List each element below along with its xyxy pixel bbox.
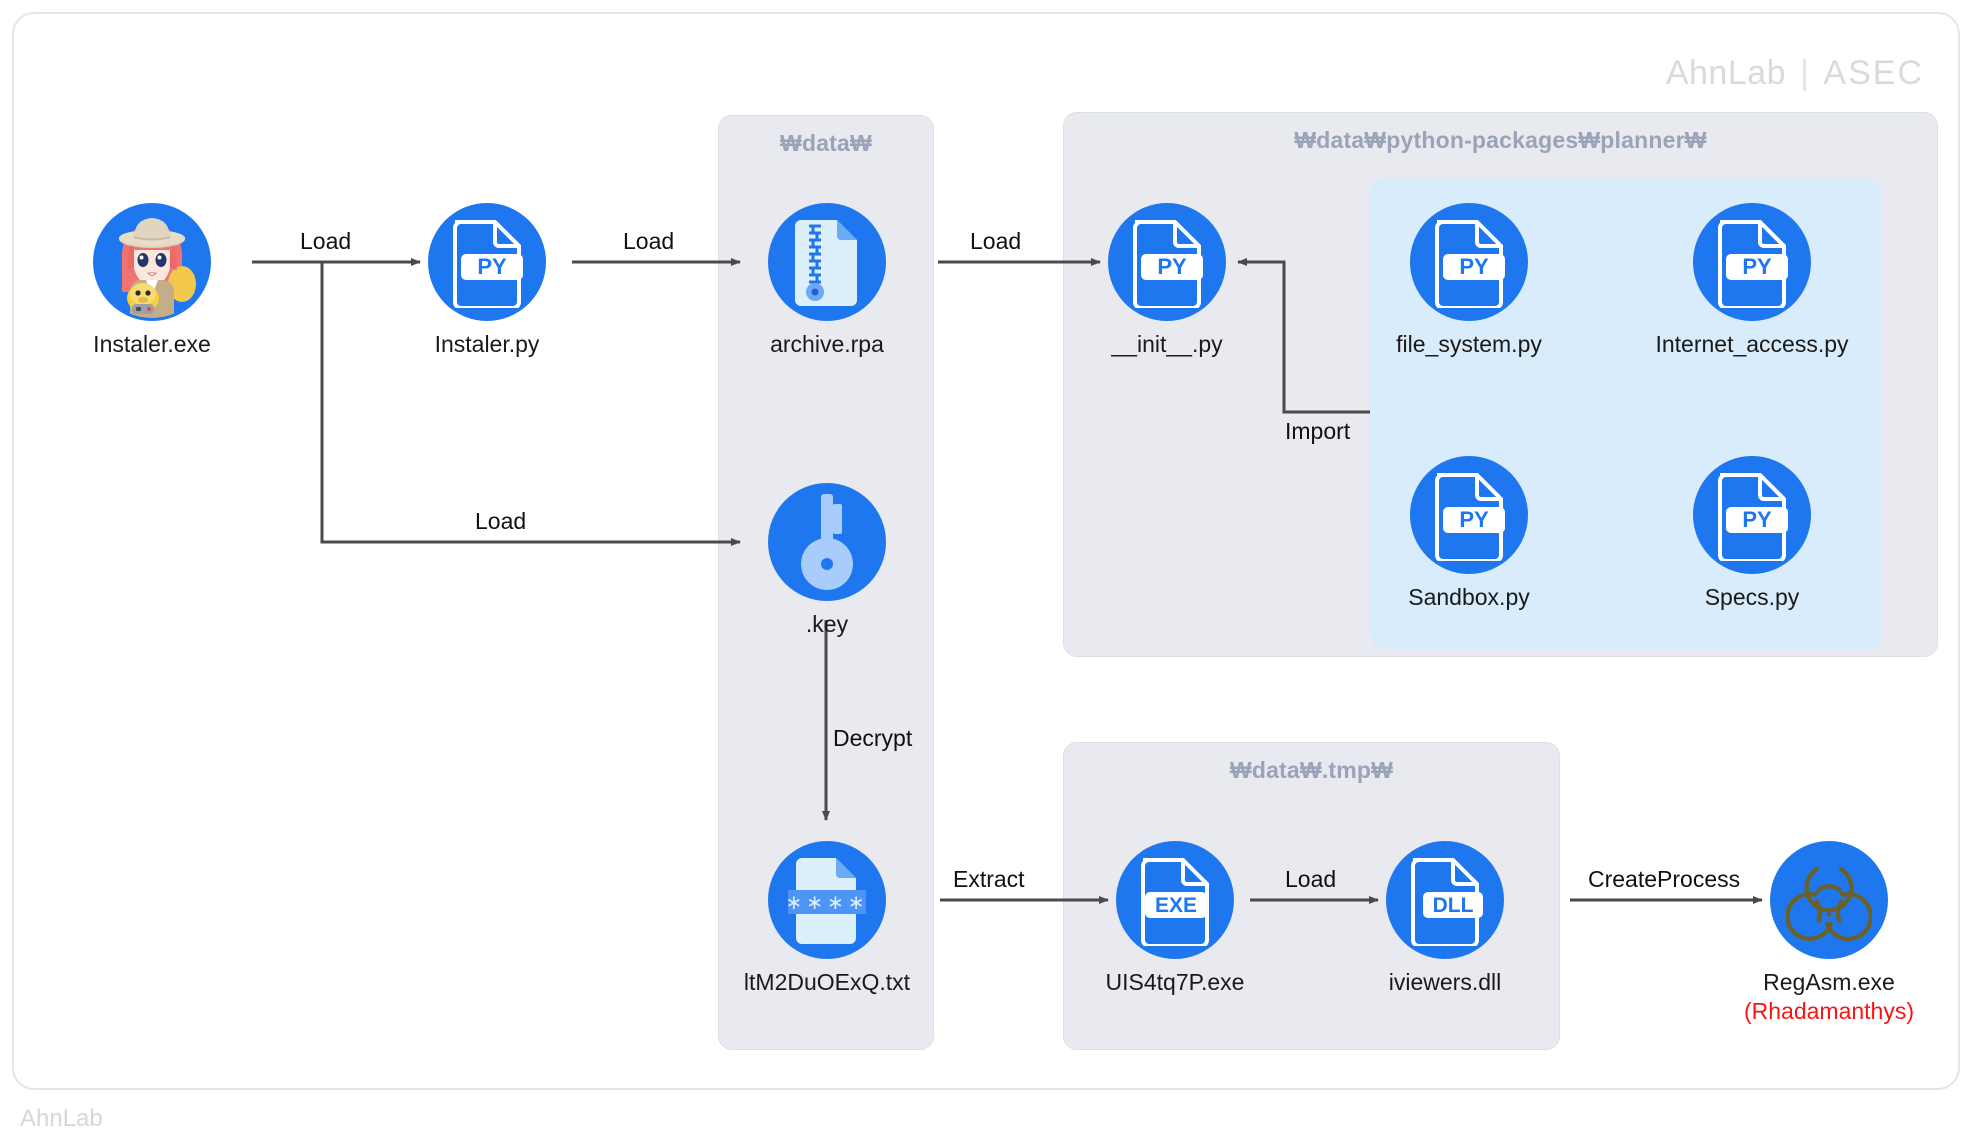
node-installer-exe[interactable]: Instaler.exe: [93, 203, 211, 357]
dll-badge-text: DLL: [1433, 894, 1474, 917]
ahnlab-asec-logo: AhnLab | ASEC: [1666, 54, 1924, 93]
group-tmp-title: ₩data₩.tmp₩: [1229, 757, 1394, 783]
py-badge-text: PY: [1742, 254, 1772, 279]
node-archive-rpa-label: archive.rpa: [770, 331, 884, 357]
node-circle: PY: [1410, 203, 1528, 321]
py-badge-text: PY: [477, 254, 507, 279]
node-circle: PY: [1410, 456, 1528, 574]
node-specs-py[interactable]: PY Specs.py: [1693, 456, 1811, 610]
node-uis4-exe-label: UIS4tq7P.exe: [1105, 969, 1245, 995]
py-badge-text: PY: [1742, 507, 1772, 532]
node-file-system-py[interactable]: PY file_system.py: [1396, 203, 1542, 357]
node-circle: PY: [428, 203, 546, 321]
ahnlab-wordmark: AhnLab: [1665, 54, 1787, 92]
node-circle: [768, 203, 886, 321]
asec-wordmark: ASEC: [1823, 54, 1924, 92]
py-badge-text: PY: [1157, 254, 1187, 279]
edge-label-uis4-to-dll: Load: [1285, 866, 1337, 892]
biohazard-icon: [1786, 866, 1872, 941]
node-init-py-label: __init__.py: [1111, 331, 1223, 357]
node-key-file[interactable]: .key: [768, 483, 886, 637]
node-file-system-py-label: file_system.py: [1396, 331, 1542, 357]
edge-label-key-to-txt: Decrypt: [833, 725, 913, 751]
node-txt-file[interactable]: ∗∗∗∗ ltM2DuOExQ.txt: [744, 841, 910, 995]
node-circle: PY: [1693, 456, 1811, 574]
group-planner-title: ₩data₩python-packages₩planner₩: [1294, 127, 1707, 153]
edge-label-py-to-archive: Load: [623, 228, 675, 254]
node-installer-py[interactable]: PY Instaler.py: [428, 203, 546, 357]
group-data-title: ₩data₩: [780, 130, 872, 156]
node-circle: PY: [1108, 203, 1226, 321]
node-key-file-label: .key: [805, 611, 849, 637]
node-sandbox-py-label: Sandbox.py: [1408, 584, 1530, 610]
node-specs-py-label: Specs.py: [1704, 584, 1800, 610]
node-iviewers-dll[interactable]: DLL iviewers.dll: [1386, 841, 1504, 995]
node-sandbox-py[interactable]: PY Sandbox.py: [1408, 456, 1530, 610]
node-circle: ∗∗∗∗: [768, 841, 886, 959]
node-circle: [93, 203, 211, 321]
node-txt-file-label: ltM2DuOExQ.txt: [743, 969, 911, 995]
node-regasm-exe-malware-tag: (Rhadamanthys): [1743, 998, 1915, 1024]
exe-file-icon: EXE: [1141, 858, 1209, 946]
node-uis4-exe[interactable]: EXE UIS4tq7P.exe: [1106, 841, 1244, 995]
node-archive-rpa[interactable]: archive.rpa: [768, 203, 886, 357]
edge-label-py-to-key: Load: [475, 508, 527, 534]
edge-label-txt-to-uis4: Extract: [953, 866, 1025, 892]
anime-avatar-icon: [96, 206, 208, 318]
node-regasm-exe[interactable]: RegAsm.exe (Rhadamanthys): [1744, 841, 1914, 1024]
key-icon: [801, 494, 853, 590]
node-internet-access-py[interactable]: PY Internet_access.py: [1655, 203, 1849, 357]
node-installer-py-label: Instaler.py: [434, 331, 540, 357]
node-internet-access-py-label: Internet_access.py: [1655, 331, 1849, 357]
edge-label-dll-to-regasm: CreateProcess: [1588, 866, 1741, 892]
password-file-icon: ∗∗∗∗: [785, 858, 868, 944]
py-file-icon: PY: [1718, 220, 1788, 308]
dll-file-icon: DLL: [1411, 858, 1483, 946]
py-file-icon: PY: [1718, 473, 1788, 561]
edge-label-planner-to-init: Import: [1285, 418, 1351, 444]
py-badge-text: PY: [1459, 507, 1489, 532]
node-iviewers-dll-label: iviewers.dll: [1388, 969, 1502, 995]
zip-archive-icon: [795, 220, 857, 306]
node-circle: PY: [1693, 203, 1811, 321]
py-file-icon: PY: [1133, 220, 1203, 308]
node-circle: [1770, 841, 1888, 959]
node-circle: [768, 483, 886, 601]
node-installer-exe-label: Instaler.exe: [93, 331, 211, 357]
ahnlab-watermark: AhnLab: [20, 1105, 103, 1132]
py-file-icon: PY: [1435, 220, 1505, 308]
edge-label-exe-to-py: Load: [300, 228, 352, 254]
node-regasm-exe-name: RegAsm.exe: [1763, 969, 1895, 995]
node-regasm-exe-label: RegAsm.exe (Rhadamanthys): [1744, 969, 1914, 1025]
py-badge-text: PY: [1459, 254, 1489, 279]
password-mask-text: ∗∗∗∗: [785, 892, 868, 914]
edge-label-archive-to-init: Load: [970, 228, 1022, 254]
exe-badge-text: EXE: [1155, 894, 1197, 917]
py-file-icon: PY: [453, 220, 523, 308]
node-init-py[interactable]: PY __init__.py: [1108, 203, 1226, 357]
logo-divider: |: [1800, 54, 1810, 92]
node-circle: EXE: [1116, 841, 1234, 959]
node-circle: DLL: [1386, 841, 1504, 959]
py-file-icon: PY: [1435, 473, 1505, 561]
